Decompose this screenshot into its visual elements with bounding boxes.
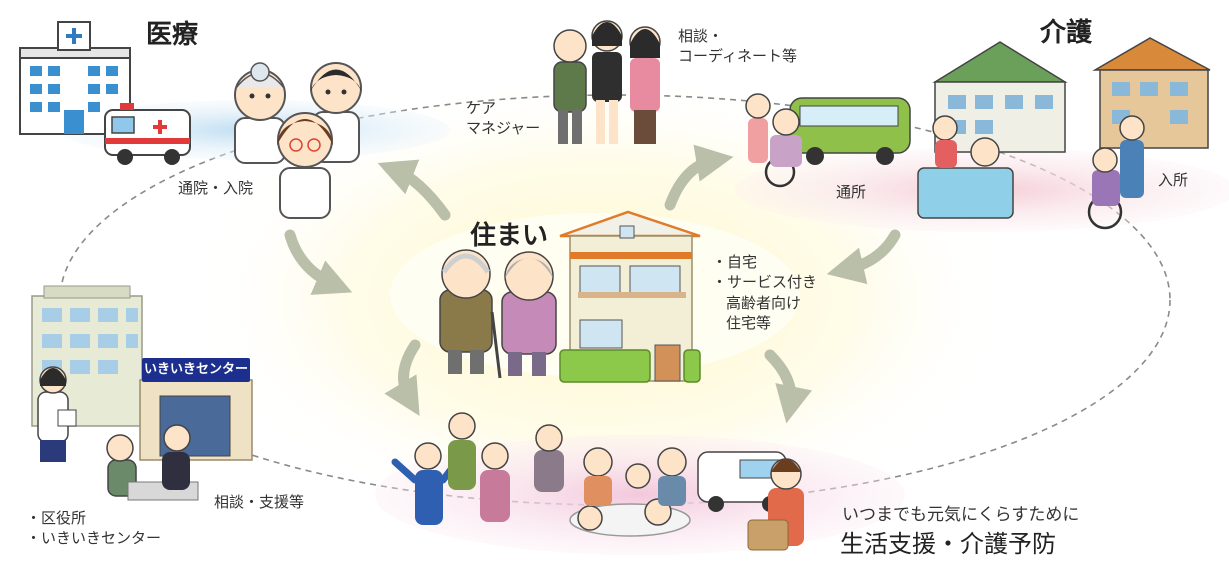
shopkeeper	[747, 458, 804, 551]
home-types-list: ・自宅 ・サービス付き 高齢者向け 住宅等	[712, 252, 817, 333]
flow-arrows	[284, 144, 901, 424]
day-service-label: 通所	[836, 183, 867, 201]
home-title: 住まい	[470, 221, 549, 251]
doctor-figure	[234, 62, 286, 164]
care-title: 介護	[1040, 18, 1093, 48]
prevention-tagline: いつまでも元気にくらすために	[842, 505, 1080, 525]
prevention-title: 生活支援・介護予防	[840, 530, 1056, 558]
bath-care	[917, 115, 1014, 219]
care-manager-line-2: マネジャー	[466, 119, 541, 138]
consult-coord-line-1: 相談・	[678, 27, 724, 45]
consult-support-label: 相談・支援等	[214, 493, 305, 511]
wheelchair-user	[745, 93, 802, 188]
care-facility-buildings	[932, 37, 1211, 153]
ikiiki-center-building	[139, 379, 253, 461]
care-manager-label: ケア マネジャー	[466, 98, 540, 139]
office-list: ・区役所 ・いきいきセンター	[26, 508, 161, 549]
elderly-couple	[439, 249, 557, 379]
medical-title: 医療	[146, 20, 199, 50]
hospital-building	[19, 21, 131, 135]
admission-label: 入所	[1158, 171, 1189, 189]
community-table	[534, 424, 691, 537]
hospital-visit-label: 通院・入院	[178, 179, 254, 197]
consult-coord-line-2: コーディネート等	[678, 47, 797, 66]
exercise-group	[391, 412, 510, 525]
home-type-item: 住宅等	[726, 313, 772, 332]
ikiiki-center-sign: いきいきセンター	[142, 358, 250, 382]
admission-figures	[1087, 115, 1145, 230]
office-list-item: ・区役所	[26, 509, 87, 527]
home-type-item: ・自宅	[712, 253, 758, 271]
doctor-woman-figure	[277, 112, 333, 219]
house	[559, 210, 701, 383]
consultation-group	[553, 20, 661, 144]
care-manager-line-1: ケア	[466, 99, 497, 117]
office-list-item: ・いきいきセンター	[26, 529, 162, 548]
ambulance	[104, 103, 191, 165]
office-staff	[37, 366, 77, 462]
home-type-item: ・サービス付き	[712, 273, 818, 292]
counseling-scene	[106, 424, 199, 501]
home-type-item: 高齢者向け	[726, 293, 802, 312]
consult-coord-label: 相談・ コーディネート等	[678, 26, 797, 67]
